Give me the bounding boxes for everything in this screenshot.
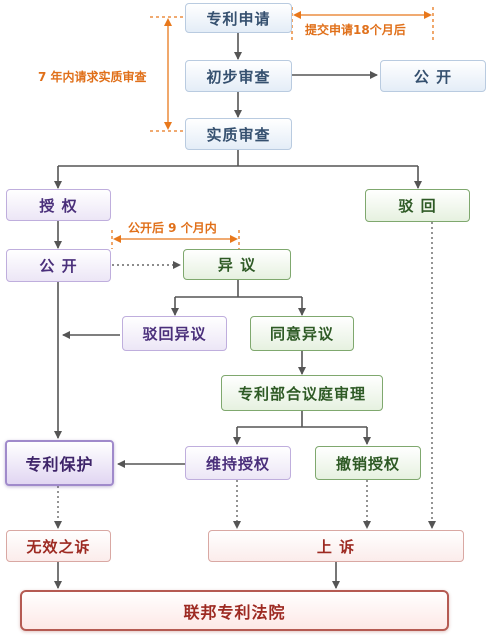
split-board xyxy=(237,411,367,428)
node-preliminary-examination: 初步审查 xyxy=(185,60,292,92)
node-federal-patent-court: 联邦专利法院 xyxy=(20,590,449,631)
split-substantive xyxy=(58,150,418,167)
node-nullity-action: 无效之诉 xyxy=(6,530,111,562)
node-rejection: 驳 回 xyxy=(365,189,470,222)
node-accept-opposition: 同意异议 xyxy=(250,316,354,351)
node-substantive-examination: 实质审查 xyxy=(185,118,292,150)
node-appeal: 上 诉 xyxy=(208,530,464,562)
node-opposition: 异 议 xyxy=(183,249,291,280)
node-maintain-grant: 维持授权 xyxy=(185,446,291,480)
split-opposition xyxy=(175,280,302,298)
node-patent-board-hearing: 专利部合议庭审理 xyxy=(221,375,383,411)
node-revoke-grant: 撤销授权 xyxy=(315,446,421,480)
note-18-months: 提交申请18个月后 xyxy=(303,21,408,38)
note-7-years: 7 年内请求实质审查 xyxy=(38,70,147,84)
node-patent-application: 专利申请 xyxy=(185,3,292,33)
node-patent-protection: 专利保护 xyxy=(5,440,114,486)
node-grant: 授 权 xyxy=(6,189,111,221)
node-publication-1: 公 开 xyxy=(380,60,486,92)
node-reject-opposition: 驳回异议 xyxy=(122,316,227,351)
node-publication-2: 公 开 xyxy=(6,249,111,282)
note-9-months: 公开后 9 个月内 xyxy=(126,219,219,236)
